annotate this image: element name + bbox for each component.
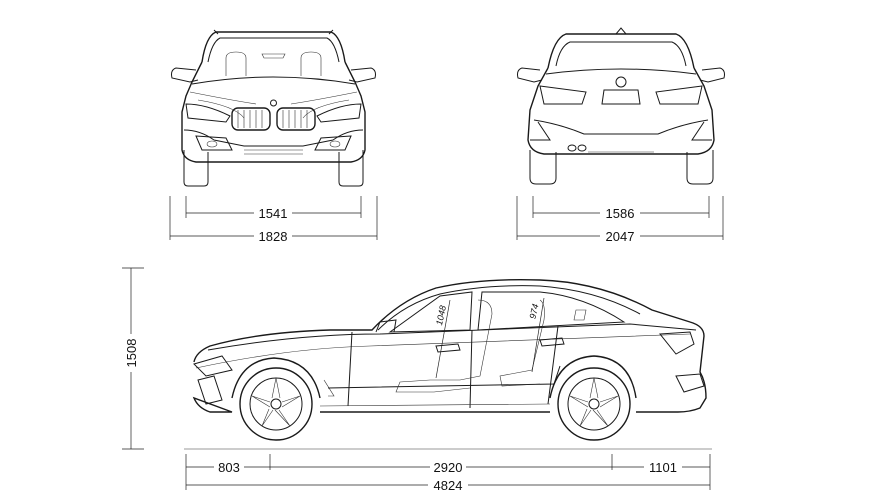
wheelbase-label: 2920 (434, 460, 463, 475)
rear-headroom-label: 974 (528, 303, 541, 320)
rear-overhang-label: 1101 (649, 460, 677, 475)
front-wheel (239, 367, 313, 441)
rear-wheel (557, 367, 631, 441)
dimension-labels: 1541 1828 1586 2047 1508 803 2920 1101 4… (124, 206, 677, 493)
dimension-lines (122, 196, 724, 490)
front-track-label: 1541 (259, 206, 288, 221)
front-view (171, 29, 376, 187)
rear-track-label: 1586 (606, 206, 635, 221)
side-view (184, 278, 712, 450)
front-overhang-label: 803 (218, 460, 240, 475)
rear-width-label: 2047 (606, 229, 635, 244)
front-width-label: 1828 (259, 229, 288, 244)
front-headroom-label: 1048 (434, 305, 448, 327)
length-label: 4824 (434, 478, 463, 493)
height-label: 1508 (124, 339, 139, 368)
rear-view (517, 27, 725, 185)
